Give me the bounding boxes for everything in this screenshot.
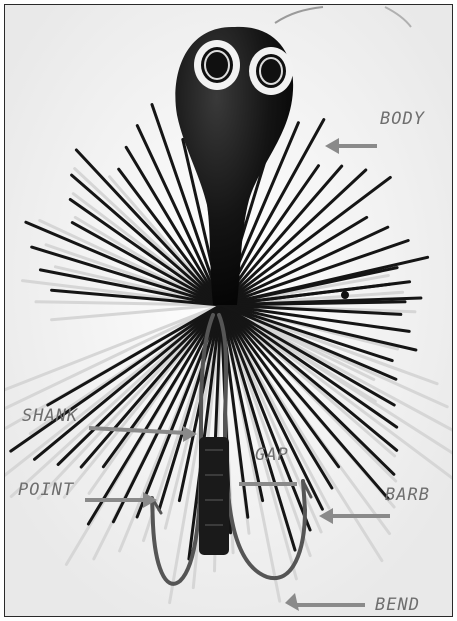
body-label: BODY bbox=[380, 109, 425, 129]
gap-label: GAP bbox=[255, 445, 289, 465]
lure-illustration bbox=[5, 5, 453, 617]
shank-wrap bbox=[199, 437, 229, 555]
point-label: POINT bbox=[18, 480, 74, 500]
bend-label: BEND bbox=[375, 595, 420, 615]
right-eye bbox=[249, 47, 293, 95]
skirt-dot bbox=[341, 291, 349, 299]
shank-label: SHANK bbox=[22, 406, 78, 426]
lure-photo: BODY SHANK GAP POINT BARB BEND bbox=[4, 4, 453, 617]
barb-label: BARB bbox=[385, 485, 430, 505]
left-eye bbox=[194, 40, 240, 90]
